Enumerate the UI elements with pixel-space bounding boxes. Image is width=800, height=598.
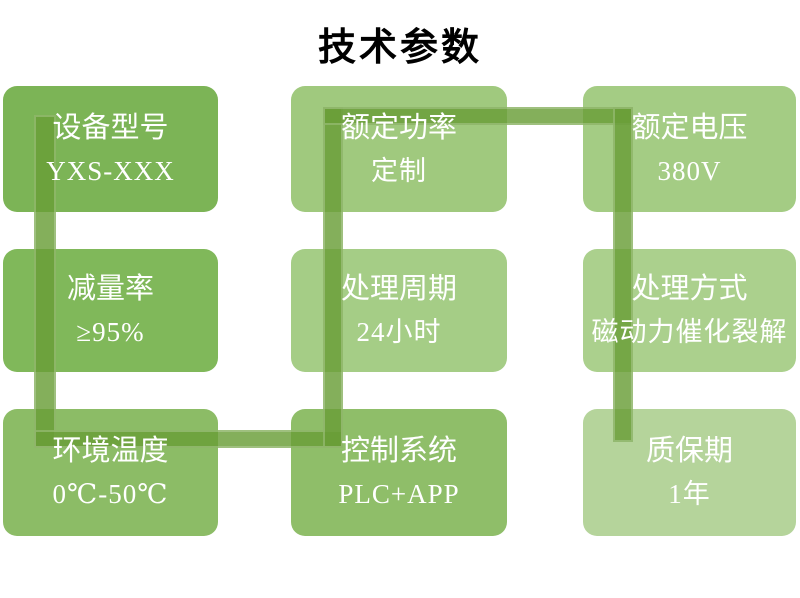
- card-label: 环境温度: [52, 435, 169, 467]
- card-ambient-temperature: 环境温度 0℃-50℃: [3, 409, 218, 536]
- card-text: 减量率 ≥95%: [3, 249, 218, 372]
- card-reduction-rate: 减量率 ≥95%: [3, 249, 218, 372]
- card-text: 额定功率 定制: [291, 86, 507, 212]
- page-title: 技术参数: [317, 27, 482, 69]
- card-label: 额定功率: [340, 111, 457, 144]
- card-label: 减量率: [66, 273, 154, 305]
- card-value: 24小时: [356, 317, 442, 347]
- card-text: 环境温度 0℃-50℃: [3, 409, 218, 536]
- card-text: 质保期 1年: [583, 409, 796, 536]
- connector-right-vertical: [613, 107, 633, 442]
- card-value: 0℃-50℃: [52, 479, 169, 509]
- card-text: 额定电压 380V: [583, 86, 796, 212]
- card-treatment-cycle: 处理周期 24小时: [291, 249, 507, 372]
- card-text: 控制系统 PLC+APP: [291, 409, 507, 536]
- card-label: 质保期: [645, 435, 733, 467]
- card-value: 磁动力催化裂解: [591, 317, 788, 347]
- connector-bottom-horizontal: [34, 430, 343, 448]
- card-label: 处理方式: [631, 273, 748, 305]
- card-rated-power: 额定功率 定制: [291, 86, 507, 212]
- card-text: 设备型号 YXS-XXX: [3, 86, 218, 212]
- card-control-system: 控制系统 PLC+APP: [291, 409, 507, 536]
- card-treatment-method: 处理方式 磁动力催化裂解: [583, 249, 796, 372]
- card-value: 1年: [668, 479, 711, 509]
- card-value: PLC+APP: [338, 479, 460, 509]
- card-label: 额定电压: [631, 111, 748, 144]
- card-value: 380V: [657, 155, 722, 186]
- connector-left-vertical: [34, 115, 56, 448]
- card-value: YXS-XXX: [46, 155, 175, 186]
- card-text: 处理方式 磁动力催化裂解: [583, 249, 796, 372]
- card-value: ≥95%: [76, 317, 145, 347]
- card-label: 设备型号: [52, 111, 169, 144]
- card-rated-voltage: 额定电压 380V: [583, 86, 796, 212]
- connector-top-horizontal: [323, 107, 633, 125]
- card-label: 处理周期: [340, 273, 457, 305]
- card-label: 控制系统: [340, 435, 457, 467]
- card-warranty-period: 质保期 1年: [583, 409, 796, 536]
- card-device-model: 设备型号 YXS-XXX: [3, 86, 218, 212]
- card-value: 定制: [371, 155, 427, 186]
- connector-middle-vertical: [323, 107, 343, 448]
- card-text: 处理周期 24小时: [291, 249, 507, 372]
